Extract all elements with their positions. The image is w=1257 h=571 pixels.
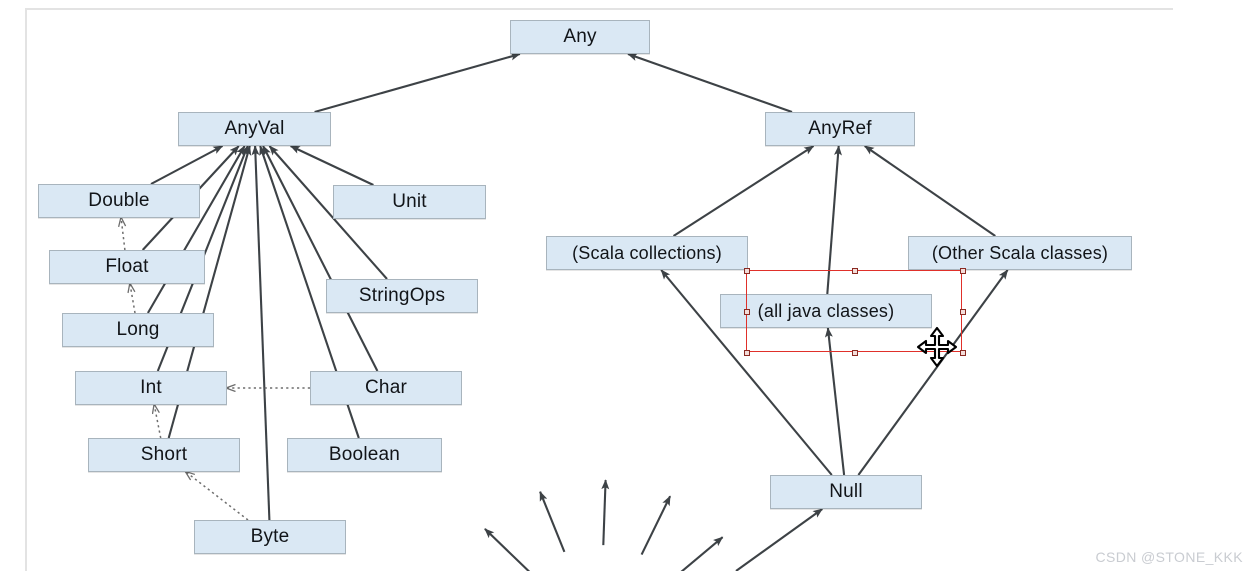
- node-label: AnyVal: [224, 118, 285, 139]
- node-label: Boolean: [328, 444, 401, 465]
- watermark: CSDN @STONE_KKK: [1095, 549, 1243, 565]
- node-label: Short: [140, 444, 188, 465]
- node-anyval[interactable]: AnyVal: [178, 112, 331, 146]
- node-label: (Scala collections): [572, 242, 722, 263]
- move-cursor-icon: [916, 326, 958, 368]
- node-label: (Other Scala classes): [931, 242, 1109, 263]
- node-label: Int: [140, 377, 162, 398]
- resize-handle-sw[interactable]: [744, 350, 750, 356]
- node-label: Long: [116, 319, 160, 340]
- node-null[interactable]: Null: [770, 475, 922, 509]
- node-int[interactable]: Int: [75, 371, 227, 405]
- resize-handle-w[interactable]: [744, 309, 750, 315]
- node-float[interactable]: Float: [49, 250, 205, 284]
- node-short[interactable]: Short: [88, 438, 240, 472]
- resize-handle-nw[interactable]: [744, 268, 750, 274]
- resize-handle-s[interactable]: [852, 350, 858, 356]
- node-label: Float: [105, 256, 149, 277]
- node-alljava[interactable]: (all java classes): [720, 294, 932, 328]
- resize-handle-se[interactable]: [960, 350, 966, 356]
- node-label: Double: [88, 190, 150, 211]
- node-any[interactable]: Any: [510, 20, 650, 54]
- resize-handle-ne[interactable]: [960, 268, 966, 274]
- resize-handle-n[interactable]: [852, 268, 858, 274]
- node-label: Byte: [250, 526, 290, 547]
- node-label: Char: [365, 377, 407, 398]
- node-label: AnyRef: [808, 118, 872, 139]
- node-unit[interactable]: Unit: [333, 185, 486, 219]
- node-byte[interactable]: Byte: [194, 520, 346, 554]
- canvas-frame: [25, 8, 1173, 571]
- node-long[interactable]: Long: [62, 313, 214, 347]
- node-scalacoll[interactable]: (Scala collections): [546, 236, 748, 270]
- node-label: Any: [563, 26, 597, 47]
- node-boolean[interactable]: Boolean: [287, 438, 442, 472]
- node-double[interactable]: Double: [38, 184, 200, 218]
- node-label: Null: [829, 481, 863, 502]
- node-label: StringOps: [358, 285, 446, 306]
- node-char[interactable]: Char: [310, 371, 462, 405]
- node-label: (all java classes): [757, 300, 895, 321]
- node-anyref[interactable]: AnyRef: [765, 112, 915, 146]
- node-label: Unit: [392, 191, 427, 212]
- selection-rectangle[interactable]: [744, 268, 966, 356]
- node-stringops[interactable]: StringOps: [326, 279, 478, 313]
- node-otherscala[interactable]: (Other Scala classes): [908, 236, 1132, 270]
- resize-handle-e[interactable]: [960, 309, 966, 315]
